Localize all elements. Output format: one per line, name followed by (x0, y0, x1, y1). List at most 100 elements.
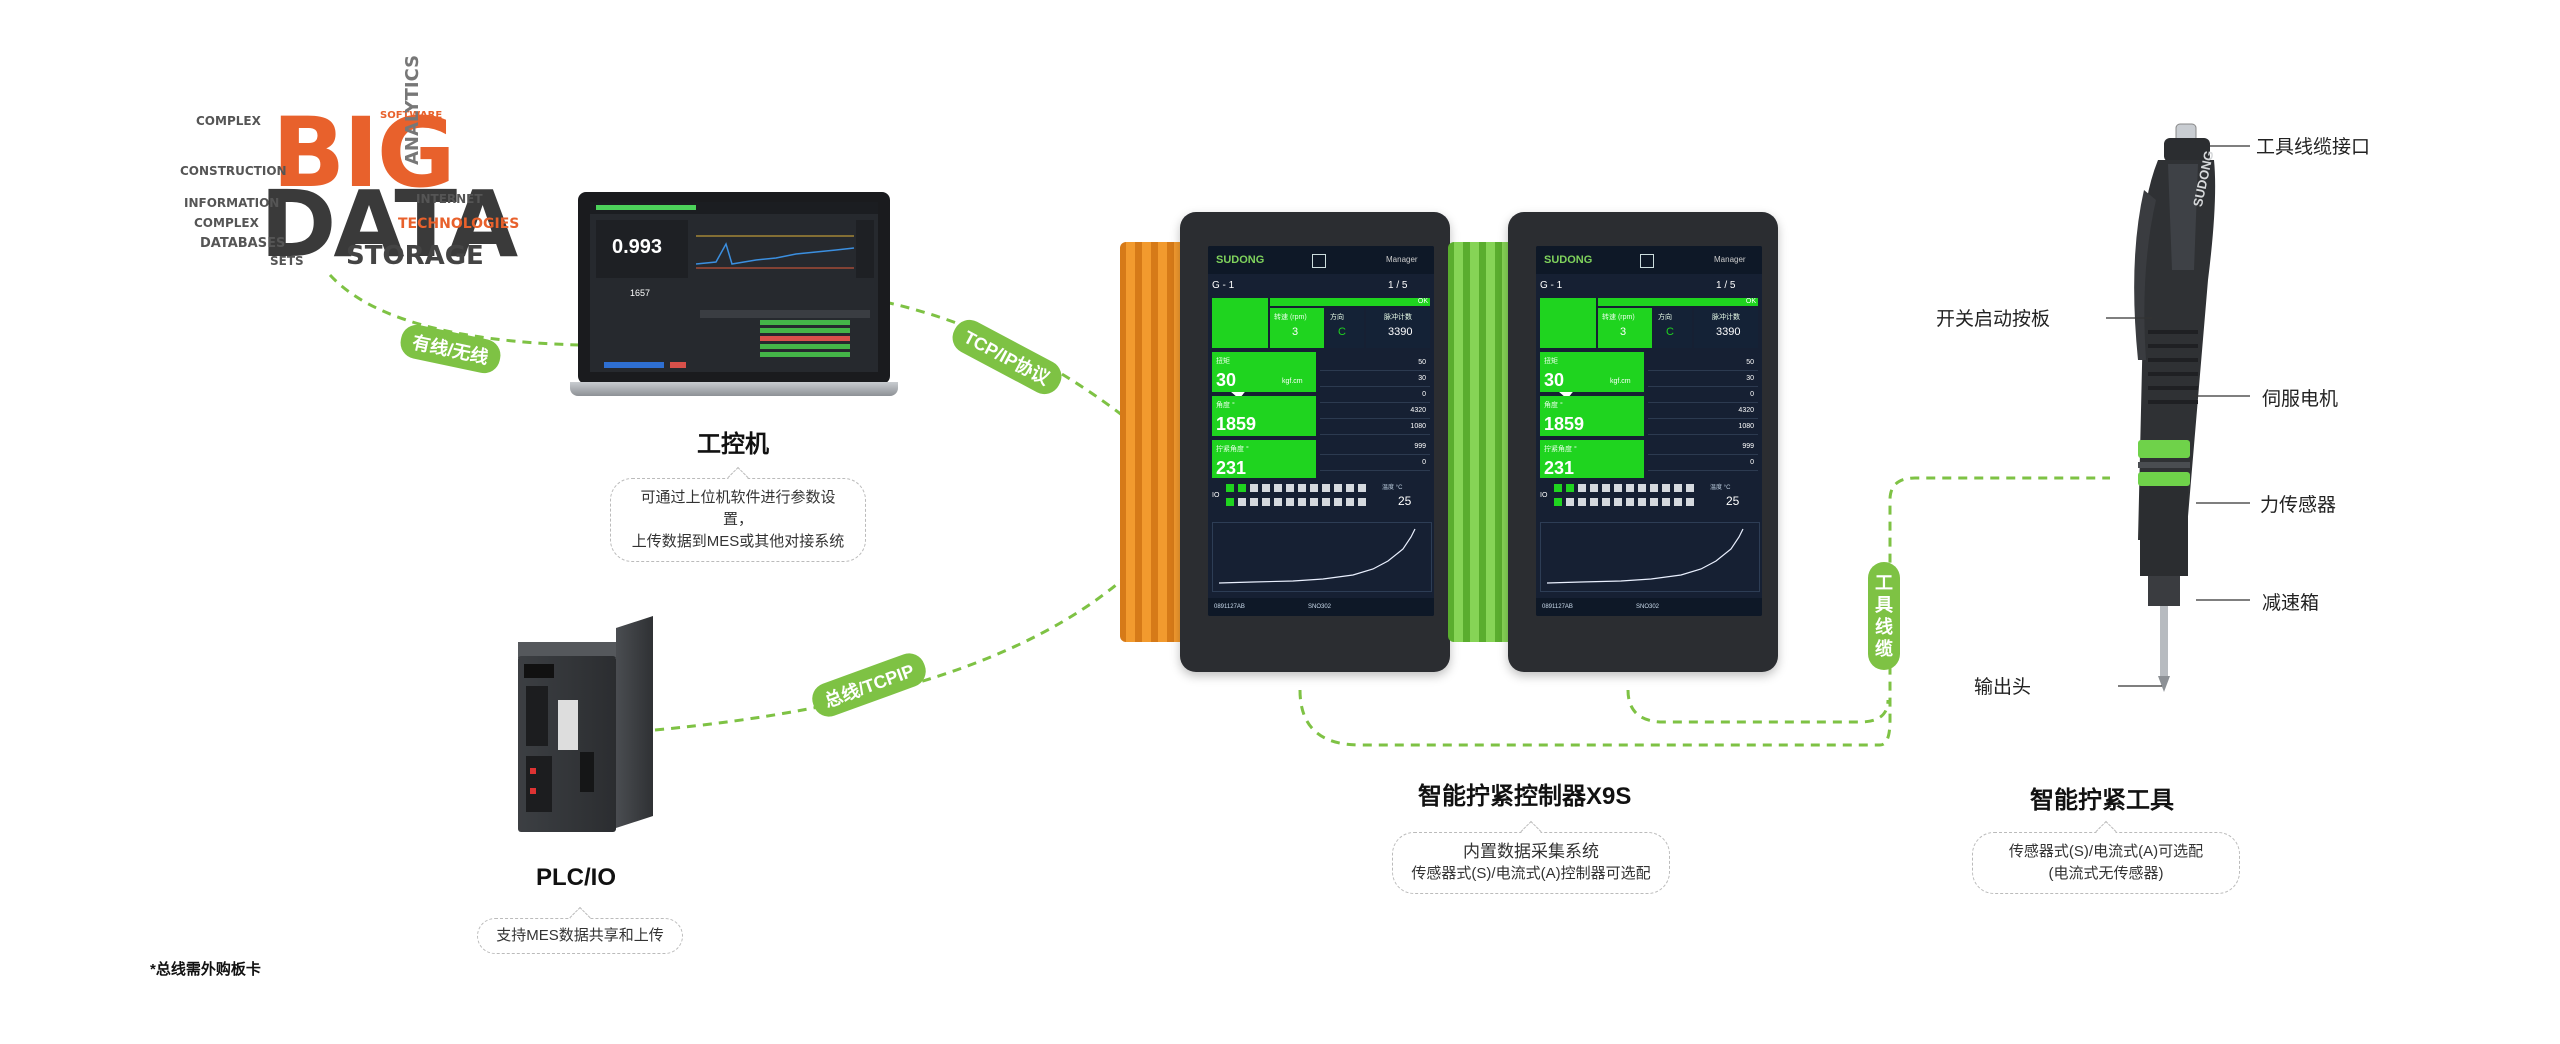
direction-label: 方向 (1658, 314, 1672, 321)
callout-switch: 开关启动按板 (1936, 309, 2051, 330)
temp-label: 温度 °C (1710, 485, 1731, 491)
brand-logo: SUDONG (1544, 254, 1593, 266)
torque-curve-chart (1212, 522, 1432, 592)
side-row: 0 (1320, 388, 1430, 403)
link-plc-controller (654, 578, 1123, 732)
side-row: 0 (1648, 388, 1758, 403)
pulse-value: 3390 (1388, 326, 1413, 338)
torque-value: 30 (1216, 370, 1237, 390)
group-label: G - 1 (1212, 280, 1235, 291)
data-word: DATA (260, 171, 518, 278)
torque-curve-chart (1540, 522, 1760, 592)
pulse-value: 3390 (1716, 326, 1741, 338)
count-label: 1 / 5 (1388, 280, 1408, 291)
serial-number: 0891127AB (1542, 604, 1573, 610)
callout-cable-port: 工具线缆接口 (2256, 137, 2371, 158)
torque-value: 30 (1544, 370, 1565, 390)
controller-note-line: 传感器式(S)/电流式(A)控制器可选配 (1411, 865, 1651, 882)
cloud-word: SOFTWARE (380, 110, 443, 121)
footnote: *总线需外购板卡 (150, 961, 261, 978)
ipc-screen: 0.993 1657 (590, 202, 878, 372)
torque-label: 扭矩 (1216, 358, 1230, 365)
ipc-trend-chart (696, 235, 855, 269)
ok-check-icon (1212, 298, 1268, 399)
io-status-grid: IO 温度 °C 25 (1540, 482, 1758, 516)
plc-note: 支持MES数据共享和上传 (477, 906, 683, 954)
speed-value: 3 (1620, 326, 1627, 338)
ok-status: OK (1598, 298, 1758, 306)
side-row: 50 (1320, 356, 1430, 371)
ipc-note-line: 可通过上位机软件进行参数设置， (640, 489, 836, 528)
cloud-word: SETS (270, 254, 304, 268)
controller-note-line: 内置数据采集系统 (1463, 842, 1599, 861)
count-label: 1 / 5 (1716, 280, 1736, 291)
pulse-label: 脉冲计数 (1384, 314, 1412, 321)
link-controllers-tool (1298, 476, 2110, 747)
brand-logo: SUDONG (1216, 254, 1265, 266)
controller-green: SUDONG Manager G - 1 1 / 5 OK 转速 (rpm) 3… (1448, 212, 1778, 672)
cloud-word: COMPLEX (194, 216, 259, 230)
angle-label: 角度 ° (1544, 402, 1563, 409)
controller-screen: SUDONG Manager G - 1 1 / 5 OK 转速 (rpm) 3… (1536, 246, 1762, 616)
cloud-word: INTERNET (416, 192, 483, 206)
ipc-torque-value: 0.993 (612, 236, 663, 258)
io-label: IO (1540, 492, 1548, 499)
side-row: 999 (1648, 440, 1758, 455)
ok-check-icon (1540, 298, 1596, 399)
status-footer: 0891127AB SNO302 (1536, 598, 1762, 616)
turns-value: 231 (1544, 458, 1575, 478)
serial-number: 0891127AB (1214, 604, 1245, 610)
side-row: 30 (1648, 372, 1758, 387)
ok-status: OK (1270, 298, 1430, 306)
tool-title: 智能拧紧工具 (2030, 787, 2174, 814)
callout-sensor: 力传感器 (2260, 495, 2337, 516)
menu-grid-icon (1640, 254, 1654, 268)
ipc-data-table (700, 310, 870, 366)
temp-value: 25 (1398, 494, 1412, 508)
pulse-label: 脉冲计数 (1712, 314, 1740, 321)
angle-value: 1859 (1216, 414, 1257, 434)
tool-note-line: (电流式无传感器) (2048, 865, 2164, 882)
cloud-word: STORAGE (346, 241, 484, 271)
turns-value: 231 (1216, 458, 1247, 478)
manager-label: Manager (1386, 255, 1418, 264)
turns-label: 拧紧角度 ° (1216, 446, 1249, 453)
controller-screen: SUDONG Manager G - 1 1 / 5 OK 转速 (rpm) 3… (1208, 246, 1434, 616)
cloud-word: CONSTRUCTION (180, 164, 287, 178)
direction-value: C (1666, 326, 1674, 338)
side-row: 30 (1320, 372, 1430, 387)
cloud-word: INFORMATION (184, 196, 280, 210)
tool-note: 传感器式(S)/电流式(A)可选配 (电流式无传感器) (1972, 820, 2240, 894)
ipc-note: 可通过上位机软件进行参数设置， 上传数据到MES或其他对接系统 (610, 466, 866, 562)
menu-grid-icon (1312, 254, 1326, 268)
controller-title: 智能拧紧控制器X9S (1418, 783, 1632, 810)
tool-note-line: 传感器式(S)/电流式(A)可选配 (2008, 843, 2204, 860)
controller-orange: SUDONG Manager G - 1 1 / 5 OK 转速 (rpm) 3… (1120, 212, 1450, 672)
torque-unit: kgf.cm (1282, 378, 1303, 385)
side-row: 1080 (1320, 420, 1430, 435)
model-number: SNO302 (1636, 604, 1660, 610)
ipc-note-line: 上传数据到MES或其他对接系统 (631, 533, 845, 550)
speed-value: 3 (1292, 326, 1299, 338)
plc-note-line: 支持MES数据共享和上传 (496, 927, 664, 944)
side-row: 1080 (1648, 420, 1758, 435)
cloud-word: COMPLEX (196, 114, 261, 128)
angle-label: 角度 ° (1216, 402, 1235, 409)
direction-label: 方向 (1330, 314, 1344, 321)
temp-value: 25 (1726, 494, 1740, 508)
ipc-title: 工控机 (697, 431, 769, 458)
pill-tool-cable: 工具线缆 (1868, 562, 1900, 670)
group-label: G - 1 (1540, 280, 1563, 291)
speed-label: 转速 (rpm) (1274, 314, 1307, 321)
model-number: SNO302 (1308, 604, 1332, 610)
io-status-grid: IO 温度 °C 25 (1212, 482, 1430, 516)
big-word: BIG (272, 97, 456, 209)
ipc-secondary-value: 1657 (630, 288, 651, 298)
torque-label: 扭矩 (1544, 358, 1558, 365)
status-footer: 0891127AB SNO302 (1208, 598, 1434, 616)
io-label: IO (1212, 492, 1220, 499)
callout-servo: 伺服电机 (2262, 389, 2339, 410)
link-bigdata-ipc (328, 273, 581, 347)
ipc-monitor: 0.993 1657 (570, 192, 898, 400)
